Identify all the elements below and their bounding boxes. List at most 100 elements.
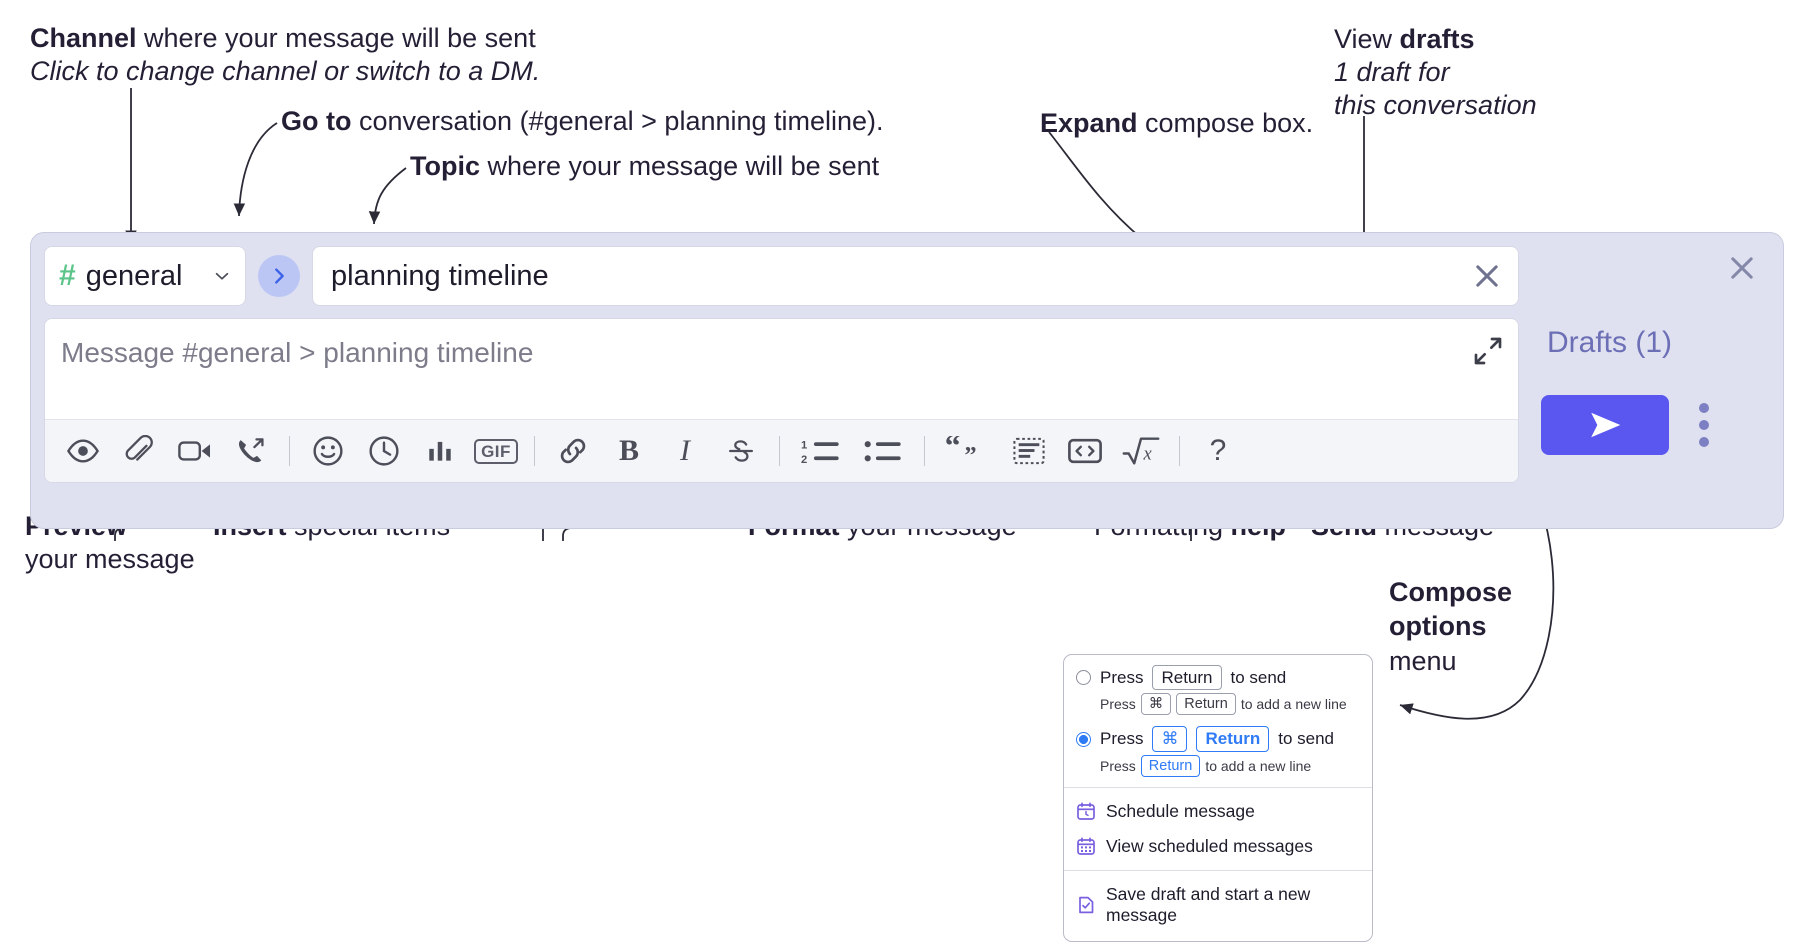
annotation-channel-rest: where your message will be sent (136, 23, 536, 53)
math-icon[interactable]: x (1113, 429, 1169, 473)
kebab-dot (1699, 437, 1709, 447)
link-icon[interactable] (545, 429, 601, 473)
option-cmd-return-to-send[interactable]: Press ⌘ Return to send (1076, 726, 1360, 752)
annotation-drafts-sub2: this conversation (1334, 89, 1537, 120)
svg-text:2: 2 (801, 454, 807, 466)
expand-icon[interactable] (1472, 335, 1504, 367)
annotation-compose-options-l3: menu (1389, 645, 1457, 676)
annotation-drafts-sub1: 1 draft for (1334, 56, 1450, 87)
preview-icon[interactable] (55, 429, 111, 473)
option-2-suffix: to send (1278, 729, 1335, 748)
audio-call-icon[interactable] (223, 429, 279, 473)
annotation-channel-bold: Channel (30, 23, 137, 53)
help-icon[interactable]: ? (1190, 429, 1246, 473)
help-label: ? (1209, 434, 1227, 467)
chevron-down-icon (213, 267, 231, 285)
kebab-dot (1699, 403, 1709, 413)
ordered-list-icon[interactable]: 1 2 (790, 429, 852, 473)
italic-label: I (680, 434, 690, 467)
send-button[interactable] (1541, 395, 1669, 455)
menu-divider (1064, 869, 1372, 871)
option-1-sub-suffix: to add a new line (1240, 696, 1347, 713)
quote-icon[interactable]: “ ” (935, 429, 1001, 473)
kebab-dot (1699, 420, 1709, 430)
toolbar-separator (779, 436, 780, 466)
annotation-expand-rest: compose box. (1137, 108, 1314, 138)
calendar-clock-icon (1076, 801, 1096, 821)
go-to-conversation-button[interactable] (258, 255, 300, 297)
attachment-icon[interactable] (111, 429, 167, 473)
annotation-drafts-bold: drafts (1399, 24, 1475, 54)
schedule-group: Schedule message View scheduled messages (1064, 788, 1372, 870)
menu-item-label: View scheduled messages (1106, 835, 1313, 856)
toolbar-separator (289, 436, 290, 466)
option-1-sub: Press ⌘ Return to add a new line (1100, 693, 1360, 716)
bold-label: B (618, 434, 639, 467)
emoji-icon[interactable] (300, 429, 356, 473)
radio-unselected-icon[interactable] (1076, 670, 1091, 686)
annotation-goto-rest: conversation (#general > planning timeli… (351, 106, 884, 136)
formatting-toolbar: GIF B I (45, 419, 1518, 482)
toolbar-separator (534, 436, 535, 466)
toolbar-separator (1179, 436, 1180, 466)
message-input[interactable]: Message #general > planning timeline (45, 319, 1518, 419)
annotation-drafts-plain: View (1334, 24, 1400, 54)
option-2-sub-prefix: Press (1100, 757, 1136, 774)
clock-icon[interactable] (356, 429, 412, 473)
topic-input[interactable]: planning timeline (312, 246, 1519, 306)
message-placeholder: Message #general > planning timeline (61, 337, 534, 368)
compose-options-menu: Press Return to send Press ⌘ Return to a… (1063, 654, 1373, 942)
annotation-compose-options-l1: Compose (1389, 577, 1513, 607)
annotation-expand: Expand compose box. (1040, 107, 1313, 140)
svg-text:“: “ (946, 436, 961, 463)
hash-icon: # (59, 259, 76, 292)
option-2-sub: Press Return to add a new line (1100, 754, 1360, 777)
key-command: ⌘ (1152, 726, 1188, 752)
annotation-channel-sub: Click to change channel or switch to a D… (30, 55, 541, 86)
annotation-goto: Go to conversation (#general > planning … (281, 105, 884, 138)
menu-item-label: Save draft and start a new message (1106, 883, 1311, 925)
menu-item-schedule-message[interactable]: Schedule message (1064, 794, 1372, 829)
poll-icon[interactable] (412, 429, 468, 473)
compose-main-column: # general planning timeline Message #gen… (44, 246, 1519, 483)
annotation-compose-options: Compose options menu (1389, 575, 1512, 678)
inline-code-icon[interactable] (1057, 429, 1113, 473)
key-return: Return (1152, 665, 1222, 691)
svg-text:x: x (1142, 444, 1152, 464)
annotation-drafts: View drafts 1 draft for this conversatio… (1334, 23, 1537, 122)
send-icon (1591, 412, 1621, 438)
key-return: Return (1176, 693, 1236, 716)
key-command: ⌘ (1140, 693, 1172, 716)
save-draft-icon (1076, 895, 1096, 915)
gif-icon[interactable]: GIF (468, 429, 524, 473)
channel-selector-button[interactable]: # general (44, 246, 246, 306)
option-1-prefix: Press (1100, 667, 1144, 687)
gif-label: GIF (474, 438, 518, 464)
menu-item-view-scheduled-messages[interactable]: View scheduled messages (1064, 829, 1372, 864)
menu-divider (1064, 786, 1372, 788)
menu-item-save-draft[interactable]: Save draft and start a new message (1064, 877, 1372, 933)
option-return-to-send[interactable]: Press Return to send (1076, 665, 1360, 691)
compose-options-button[interactable] (1699, 403, 1709, 454)
panel-close-icon[interactable] (1725, 251, 1759, 285)
annotation-channel: Channel where your message will be sent … (30, 22, 540, 88)
video-icon[interactable] (167, 429, 223, 473)
drafts-link[interactable]: Drafts (1) (1547, 326, 1673, 359)
send-shortcut-options: Press Return to send Press ⌘ Return to a… (1064, 655, 1372, 787)
option-2-sub-suffix: to add a new line (1205, 757, 1312, 774)
code-block-icon[interactable] (1001, 429, 1057, 473)
compose-panel: # general planning timeline Message #gen… (30, 232, 1784, 529)
close-icon[interactable] (1470, 259, 1504, 293)
annotation-compose-options-l2: options (1389, 611, 1487, 642)
toolbar-separator (924, 436, 925, 466)
bold-icon[interactable]: B (601, 429, 657, 473)
strikethrough-icon[interactable] (713, 429, 769, 473)
annotation-preview-line2: your message (25, 543, 195, 574)
bulleted-list-icon[interactable] (852, 429, 914, 473)
svg-text:1: 1 (801, 440, 807, 452)
italic-icon[interactable]: I (657, 429, 713, 473)
option-1-sub-prefix: Press (1100, 696, 1136, 713)
annotation-goto-bold: Go to (281, 106, 352, 136)
annotation-topic-rest: where your message will be sent (480, 151, 880, 181)
radio-selected-icon[interactable] (1076, 731, 1091, 747)
